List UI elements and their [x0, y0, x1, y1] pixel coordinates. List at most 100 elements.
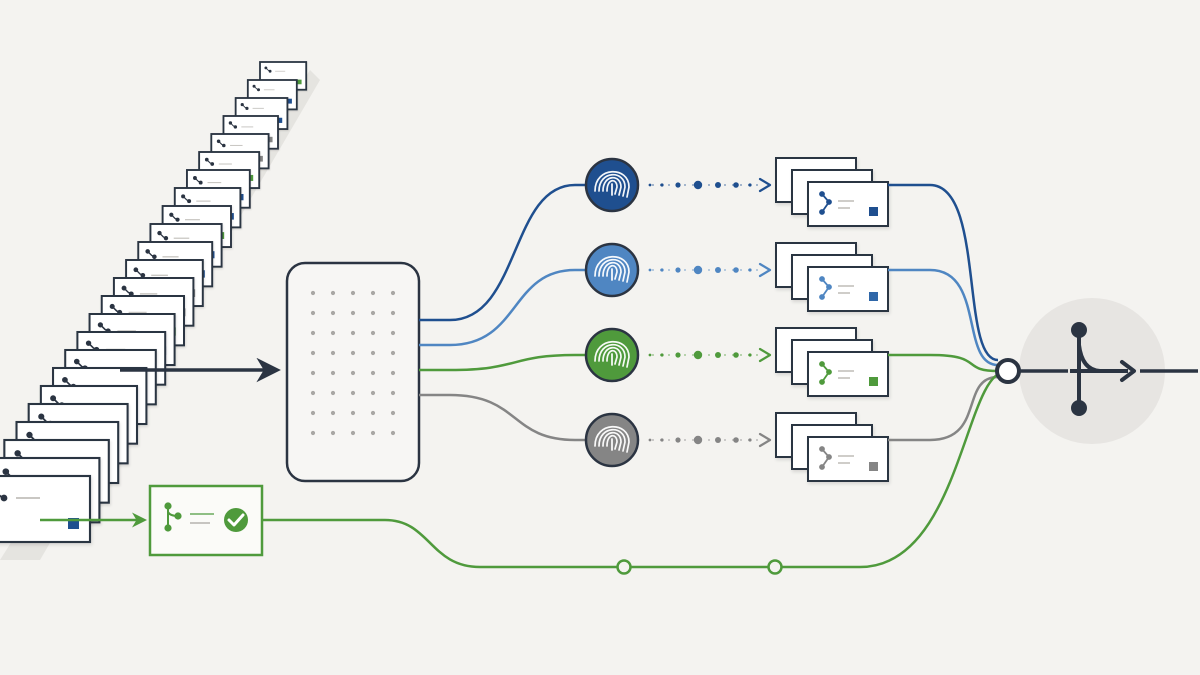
grid-dot	[330, 430, 336, 436]
lane-dotted-connector	[648, 262, 772, 278]
grid-dot	[330, 410, 336, 416]
bypass-lane	[40, 370, 1006, 575]
git-branch-icon	[252, 84, 261, 92]
git-branch-icon	[819, 446, 832, 470]
grid-dot	[310, 290, 316, 296]
lane-outbound-path	[888, 375, 999, 442]
git-branch-icon	[181, 194, 192, 204]
merge-node	[995, 298, 1198, 444]
grid-dot	[350, 350, 356, 356]
grid-dot	[390, 390, 396, 396]
git-branch-icon	[819, 361, 832, 385]
grid-dot	[390, 350, 396, 356]
lane-green	[419, 327, 999, 397]
grid-dot	[370, 330, 376, 336]
lane-dotted-connector	[648, 432, 772, 448]
lane-inbound-path	[419, 353, 586, 372]
bypass-path	[262, 370, 1006, 569]
lane-card-stack	[775, 327, 889, 397]
card-status-square	[296, 79, 302, 85]
grid-dot	[330, 390, 336, 396]
git-branch-icon	[133, 267, 146, 278]
grid-dot	[370, 310, 376, 316]
merge-junction	[995, 358, 1021, 384]
lane-dark-blue	[419, 157, 999, 362]
stack-card	[807, 351, 889, 397]
grid-dot	[330, 330, 336, 336]
incoming-queue	[0, 61, 308, 544]
git-branch-icon	[216, 139, 226, 148]
lane-outbound-path	[888, 268, 999, 367]
lane-card-stack	[775, 242, 889, 312]
lane-light-blue	[419, 242, 999, 367]
grid-dot	[310, 390, 316, 396]
card-status-square	[869, 462, 878, 471]
grid-dot	[390, 370, 396, 376]
bypass-checkpoint	[767, 559, 783, 575]
git-branch-icon	[164, 502, 182, 532]
git-branch-icon	[169, 212, 180, 222]
partitioner-box	[285, 261, 421, 483]
lane-card-stack	[775, 412, 889, 482]
git-branch-icon	[204, 157, 215, 166]
git-branch-icon	[240, 102, 249, 110]
grid-dot	[350, 310, 356, 316]
card-status-square	[869, 377, 878, 386]
git-branch-icon	[145, 249, 157, 260]
grid-dot	[310, 430, 316, 436]
grid-dot	[330, 310, 336, 316]
card-status-square	[267, 136, 273, 143]
lane-dotted-connector	[648, 347, 772, 363]
grid-dot	[330, 350, 336, 356]
lane-outbound-path	[888, 183, 999, 362]
lane-inbound-path	[419, 268, 586, 347]
card-status-square	[287, 98, 292, 104]
git-branch-icon	[819, 191, 832, 215]
grid-dot	[330, 290, 336, 296]
fingerprint-icon	[584, 327, 640, 383]
lane-outbound-path	[888, 353, 999, 373]
grid-dot	[370, 350, 376, 356]
git-branch-icon	[193, 176, 203, 185]
grid-dot	[370, 390, 376, 396]
lane-inbound-path	[419, 393, 586, 442]
lane-card-stack	[775, 157, 889, 227]
lanes	[419, 157, 999, 482]
stack-card	[807, 266, 889, 312]
stack-card	[807, 436, 889, 482]
check-circle-icon	[224, 508, 248, 532]
card-status-square	[68, 518, 79, 529]
grid-dot	[350, 290, 356, 296]
grid-dot	[350, 330, 356, 336]
grid-dot	[390, 330, 396, 336]
grid-dot	[310, 350, 316, 356]
grid-dot	[330, 370, 336, 376]
merge-icon	[1070, 322, 1136, 416]
fingerprint-icon	[584, 412, 640, 468]
grid-dot	[350, 410, 356, 416]
grid-dot	[370, 290, 376, 296]
card-status-square	[869, 292, 878, 301]
lane-gray	[419, 375, 999, 482]
grid-dot	[370, 410, 376, 416]
fingerprint-icon	[584, 157, 640, 213]
git-branch-icon	[228, 121, 238, 129]
stack-card	[807, 181, 889, 227]
card-status-square	[869, 207, 878, 216]
grid-dot	[390, 430, 396, 436]
grid-dot	[390, 290, 396, 296]
grid-dot	[310, 310, 316, 316]
queued-card	[0, 474, 92, 544]
grid-dot	[390, 310, 396, 316]
lane-dotted-connector	[648, 177, 772, 193]
git-branch-icon	[0, 494, 8, 502]
git-branch-icon	[157, 230, 169, 241]
grid-dot	[310, 370, 316, 376]
git-branch-icon	[819, 276, 832, 300]
grid-dot	[310, 330, 316, 336]
bypass-checkpoint	[616, 559, 632, 575]
grid-dot	[390, 410, 396, 416]
partitioner-dot-grid	[310, 290, 396, 436]
